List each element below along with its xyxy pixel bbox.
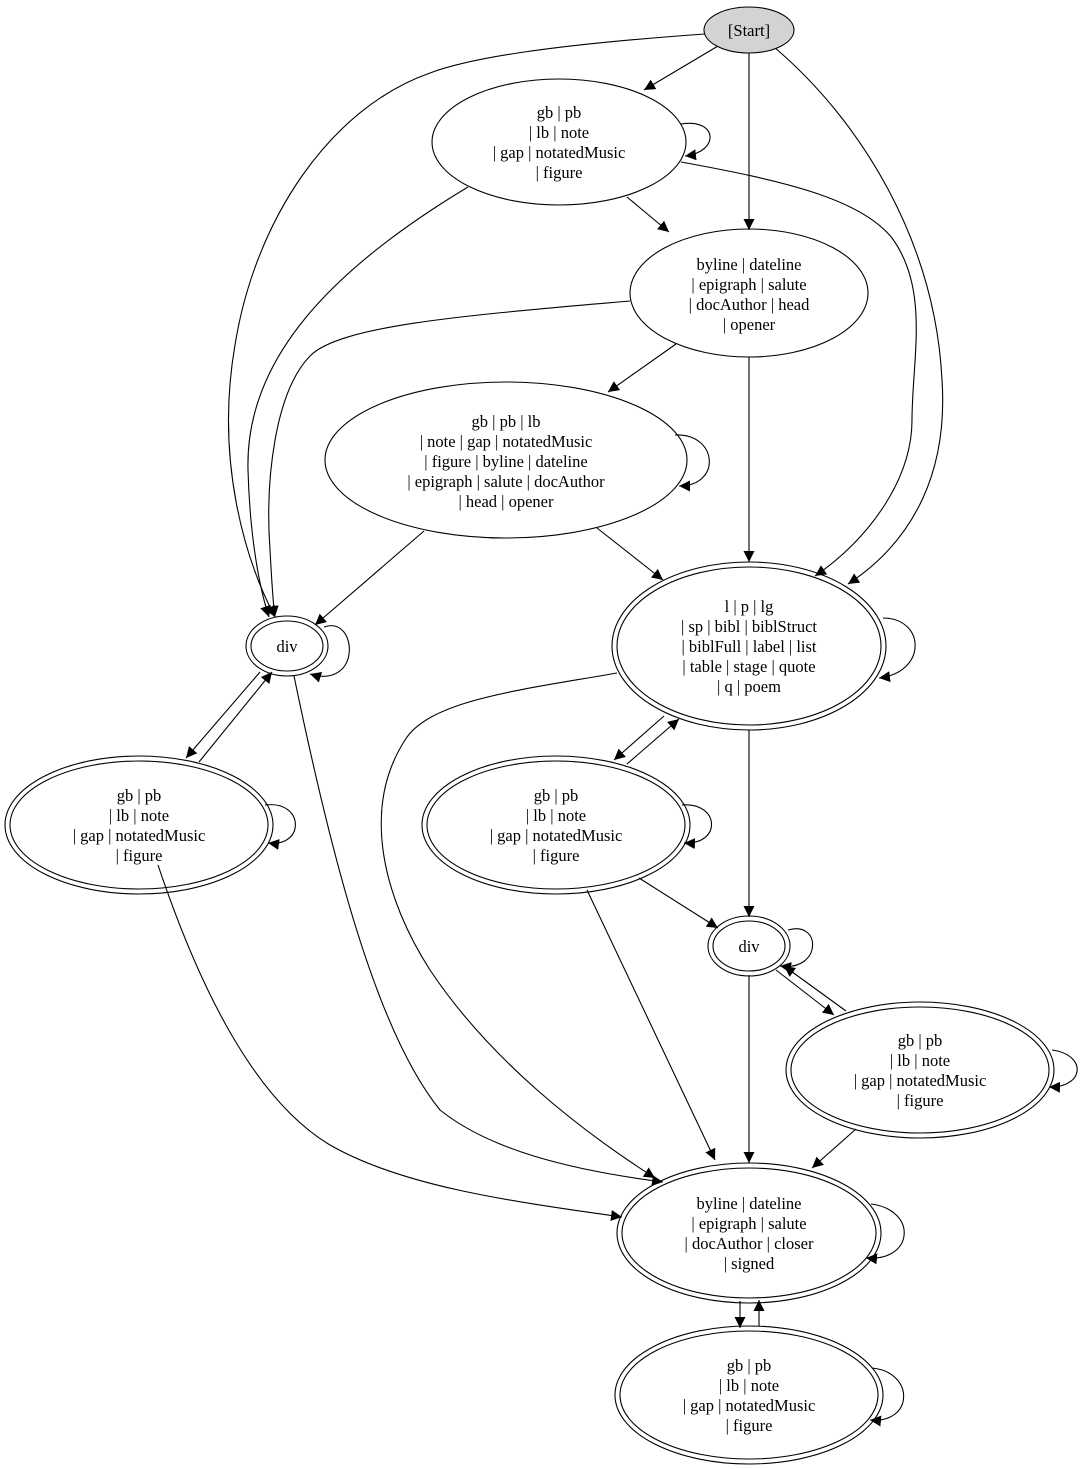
edge-div1-loop — [309, 625, 350, 683]
edge-n7-loop — [1048, 1049, 1078, 1093]
node-n5-line-2: | lb | note — [109, 806, 169, 825]
node-n6-line-3: | gap | notatedMusic — [490, 826, 623, 845]
edge-n3-to-div1 — [314, 530, 425, 626]
node-n6-line-4: | figure — [533, 846, 580, 865]
edge-div2-loop — [779, 928, 814, 973]
edge-start-to-n4 — [773, 46, 944, 585]
node-n8-line-1: byline | dateline — [696, 1194, 801, 1213]
node-n5-line-4: | figure — [116, 846, 163, 865]
node-n1[interactable]: gb | pb | lb | note | gap | notatedMusic… — [431, 78, 687, 206]
node-n8-line-3: | docAuthor | closer — [685, 1234, 814, 1253]
node-n4-line-4: | table | stage | quote — [682, 657, 815, 676]
node-div2[interactable]: div — [707, 915, 791, 977]
node-start-line-1: [Start] — [728, 21, 770, 40]
node-n3-line-2: | note | gap | notatedMusic — [420, 432, 593, 451]
node-n3-line-4: | epigraph | salute | docAuthor — [407, 472, 605, 491]
edge-n4-to-n8 — [380, 672, 656, 1179]
edge-n6-to-n4 — [626, 718, 680, 765]
node-n1-line-3: | gap | notatedMusic — [493, 143, 626, 162]
node-n2-line-2: | epigraph | salute — [691, 275, 806, 294]
edge-n6-loop — [681, 804, 712, 850]
node-n2-line-3: | docAuthor | head — [689, 295, 810, 314]
edge-n6-to-n8 — [586, 889, 716, 1161]
node-n9-line-3: | gap | notatedMusic — [683, 1396, 816, 1415]
node-n6-line-2: | lb | note — [526, 806, 586, 825]
node-n6-line-1: gb | pb — [534, 786, 579, 805]
node-n1-line-2: | lb | note — [529, 123, 589, 142]
edge-start-to-div1 — [227, 33, 706, 618]
edge-n4-loop — [878, 617, 916, 683]
edge-n3-to-n4 — [596, 527, 664, 581]
node-n7-line-2: | lb | note — [890, 1051, 950, 1070]
node-n1-line-4: | figure — [536, 163, 583, 182]
edge-start-to-n1 — [643, 45, 719, 91]
node-n5-line-3: | gap | notatedMusic — [73, 826, 206, 845]
node-n3-line-3: | figure | byline | dateline — [424, 452, 587, 471]
edge-n2-to-n3 — [607, 343, 677, 393]
node-n4-line-2: | sp | bibl | biblStruct — [681, 617, 817, 636]
node-n5-line-1: gb | pb — [117, 786, 162, 805]
edge-n1-to-div1 — [247, 186, 469, 618]
node-n2[interactable]: byline | dateline | epigraph | salute | … — [629, 228, 869, 358]
node-n3[interactable]: gb | pb | lb | note | gap | notatedMusic… — [324, 381, 688, 539]
node-n7-line-4: | figure — [897, 1091, 944, 1110]
node-n4[interactable]: l | p | lg | sp | bibl | biblStruct | bi… — [611, 561, 887, 731]
node-n9-line-2: | lb | note — [719, 1376, 779, 1395]
node-n4-line-5: | q | poem — [717, 677, 781, 696]
edge-div1-to-n5 — [185, 671, 261, 759]
nodes: [Start] gb | pb | lb | note | gap | nota… — [4, 6, 1055, 1465]
node-n7[interactable]: gb | pb | lb | note | gap | notatedMusic… — [785, 1001, 1055, 1139]
edge-n8-loop — [865, 1203, 905, 1265]
edge-n5-to-n8 — [157, 864, 623, 1221]
node-n8-line-2: | epigraph | salute — [691, 1214, 806, 1233]
node-n2-line-1: byline | dateline — [696, 255, 801, 274]
edge-n7-to-n8 — [811, 1128, 857, 1169]
node-n1-line-1: gb | pb — [537, 103, 582, 122]
edge-div1-to-n8 — [293, 675, 664, 1187]
node-start[interactable]: [Start] — [703, 6, 795, 54]
node-n9-line-4: | figure — [726, 1416, 773, 1435]
node-n4-line-3: | biblFull | label | list — [681, 637, 816, 656]
node-n7-line-1: gb | pb — [898, 1031, 943, 1050]
node-n3-line-5: | head | opener — [458, 492, 554, 511]
node-n4-line-1: l | p | lg — [725, 597, 774, 616]
node-n9[interactable]: gb | pb | lb | note | gap | notatedMusic… — [614, 1325, 884, 1465]
node-div1[interactable]: div — [245, 615, 329, 677]
edge-div2-to-n7 — [775, 969, 835, 1016]
edge-n4-to-n6 — [613, 715, 665, 761]
edge-n5-to-div1 — [198, 671, 273, 763]
node-n7-line-3: | gap | notatedMusic — [854, 1071, 987, 1090]
node-n5[interactable]: gb | pb | lb | note | gap | notatedMusic… — [4, 755, 274, 895]
node-n9-line-1: gb | pb — [727, 1356, 772, 1375]
edge-n1-to-n4 — [680, 161, 917, 577]
edge-n6-to-div2 — [638, 877, 719, 929]
edge-n2-to-div1 — [267, 300, 631, 618]
edge-n3-loop — [674, 434, 710, 492]
edge-n7-to-div2 — [783, 965, 847, 1012]
edge-n9-loop — [869, 1367, 905, 1427]
edges — [157, 33, 1078, 1427]
node-div1-line-1: div — [276, 637, 298, 656]
node-div2-line-1: div — [738, 937, 760, 956]
node-n6[interactable]: gb | pb | lb | note | gap | notatedMusic… — [421, 755, 691, 895]
edge-n1-to-n2 — [626, 196, 670, 233]
edge-n1-loop — [680, 122, 711, 161]
edge-n5-loop — [264, 804, 296, 850]
node-n3-line-1: gb | pb | lb — [472, 412, 541, 431]
node-n8[interactable]: byline | dateline | epigraph | salute | … — [616, 1162, 882, 1304]
node-n2-line-4: | opener — [723, 315, 776, 334]
node-n8-line-4: | signed — [724, 1254, 775, 1273]
